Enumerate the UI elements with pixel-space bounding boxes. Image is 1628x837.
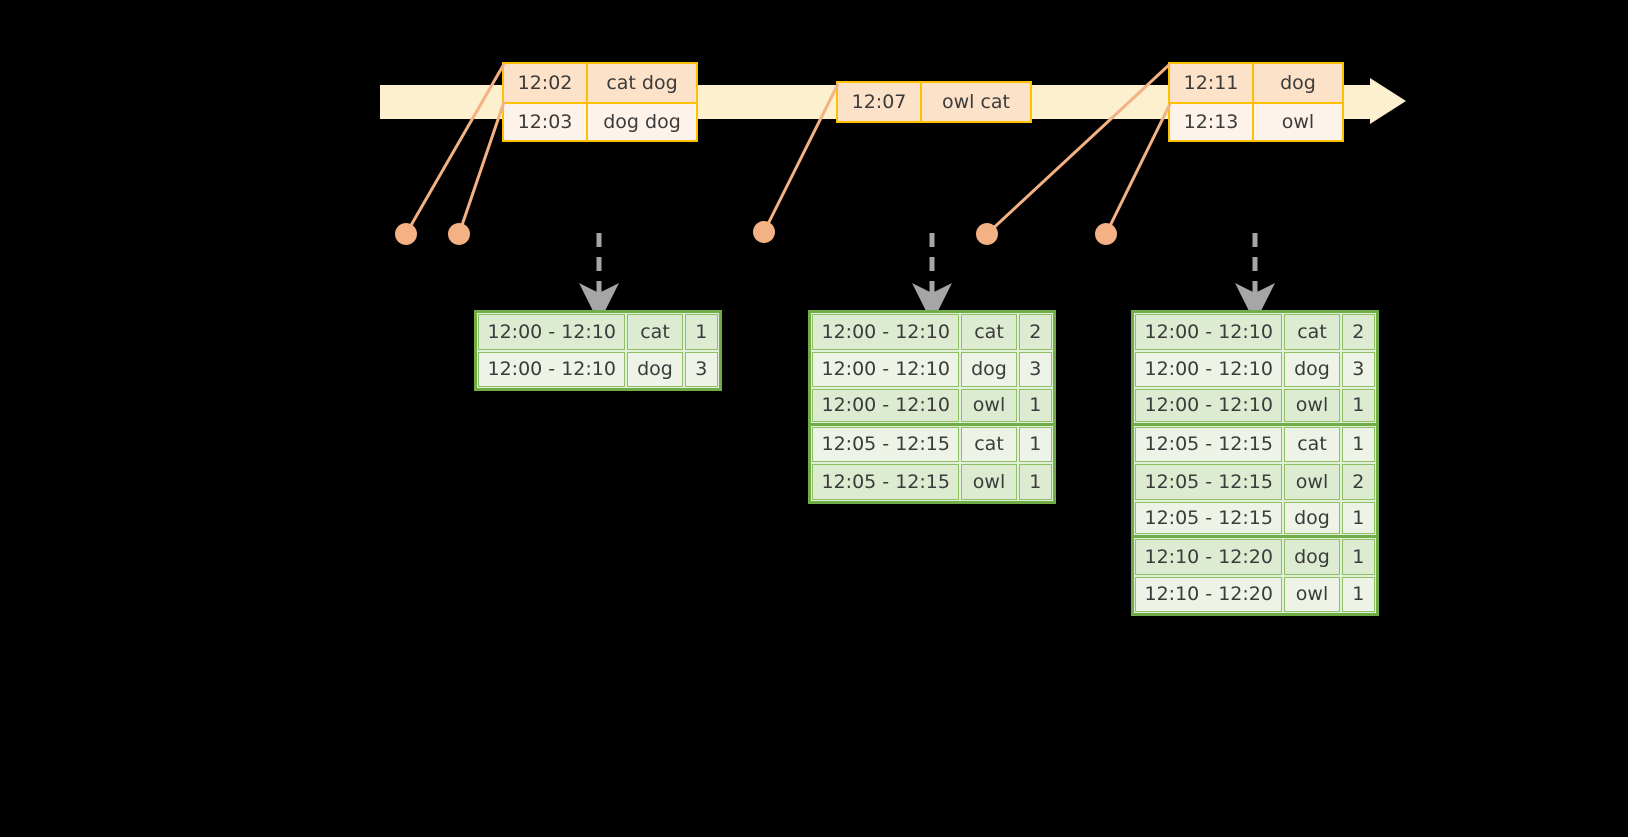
- window-cell: 12:10 - 12:20: [1135, 576, 1283, 612]
- window-cell: 12:05 - 12:15: [1135, 501, 1283, 534]
- down-arrows: [579, 233, 1275, 323]
- count-cell: 1: [1018, 389, 1052, 422]
- event-time: 12:02: [504, 64, 588, 102]
- event-text: dog dog: [588, 104, 696, 140]
- key-cell: dog: [1284, 351, 1340, 387]
- event-time: 12:07: [838, 83, 922, 121]
- key-cell: owl: [1284, 464, 1340, 500]
- window-cell: 12:00 - 12:10: [1135, 351, 1283, 387]
- window-cell: 12:05 - 12:15: [812, 426, 960, 462]
- connector-line-2: [457, 101, 506, 235]
- key-cell: cat: [627, 314, 683, 350]
- connector-dot-2: [448, 223, 470, 245]
- key-cell: cat: [961, 426, 1017, 462]
- window-cell: 12:00 - 12:10: [1135, 389, 1283, 422]
- event-row: 12:11 dog: [1170, 64, 1342, 102]
- count-cell: 1: [1341, 501, 1375, 534]
- event-row: 12:02 cat dog: [504, 64, 696, 102]
- window-cell: 12:10 - 12:20: [1135, 539, 1283, 575]
- event-text: owl: [1254, 104, 1342, 140]
- window-cell: 12:05 - 12:15: [1135, 426, 1283, 462]
- connector-line-5: [1104, 103, 1172, 235]
- count-cell: 1: [1341, 539, 1375, 575]
- event-group-2: 12:07 owl cat: [836, 81, 1032, 123]
- event-row: 12:07 owl cat: [838, 83, 1030, 121]
- count-cell: 1: [684, 314, 718, 350]
- key-cell: cat: [1284, 314, 1340, 350]
- event-text: cat dog: [588, 64, 696, 102]
- count-cell: 1: [1018, 426, 1052, 462]
- count-cell: 1: [1018, 464, 1052, 500]
- key-cell: owl: [1284, 389, 1340, 422]
- connector-dot-4: [976, 223, 998, 245]
- connector-dots: [395, 221, 1117, 245]
- key-cell: owl: [961, 464, 1017, 500]
- window-cell: 12:00 - 12:10: [812, 389, 960, 422]
- event-time: 12:03: [504, 104, 588, 140]
- key-cell: owl: [1284, 576, 1340, 612]
- count-cell: 1: [1341, 576, 1375, 612]
- window-cell: 12:00 - 12:10: [1135, 314, 1283, 350]
- count-cell: 3: [1341, 351, 1375, 387]
- key-cell: cat: [961, 314, 1017, 350]
- event-row: 12:13 owl: [1170, 102, 1342, 140]
- window-cell: 12:00 - 12:10: [812, 314, 960, 350]
- key-cell: cat: [1284, 426, 1340, 462]
- event-time: 12:13: [1170, 104, 1254, 140]
- event-text: owl cat: [922, 83, 1030, 121]
- connector-dot-1: [395, 223, 417, 245]
- key-cell: dog: [961, 351, 1017, 387]
- window-cell: 12:00 - 12:10: [478, 314, 626, 350]
- key-cell: dog: [627, 351, 683, 387]
- connector-dot-3: [753, 221, 775, 243]
- event-group-1: 12:02 cat dog 12:03 dog dog: [502, 62, 698, 142]
- event-row: 12:03 dog dog: [504, 102, 696, 140]
- event-time: 12:11: [1170, 64, 1254, 102]
- event-group-3: 12:11 dog 12:13 owl: [1168, 62, 1344, 142]
- count-cell: 3: [1018, 351, 1052, 387]
- count-cell: 2: [1341, 464, 1375, 500]
- count-cell: 2: [1018, 314, 1052, 350]
- timeline-arrowhead-icon: [1370, 78, 1406, 124]
- count-cell: 1: [1341, 426, 1375, 462]
- window-cell: 12:05 - 12:15: [1135, 464, 1283, 500]
- window-cell: 12:00 - 12:10: [478, 351, 626, 387]
- count-cell: 3: [684, 351, 718, 387]
- connector-dot-5: [1095, 223, 1117, 245]
- key-cell: owl: [961, 389, 1017, 422]
- window-cell: 12:00 - 12:10: [812, 351, 960, 387]
- window-cell: 12:05 - 12:15: [812, 464, 960, 500]
- count-cell: 2: [1341, 314, 1375, 350]
- key-cell: dog: [1284, 501, 1340, 534]
- count-cell: 1: [1341, 389, 1375, 422]
- event-text: dog: [1254, 64, 1342, 102]
- key-cell: dog: [1284, 539, 1340, 575]
